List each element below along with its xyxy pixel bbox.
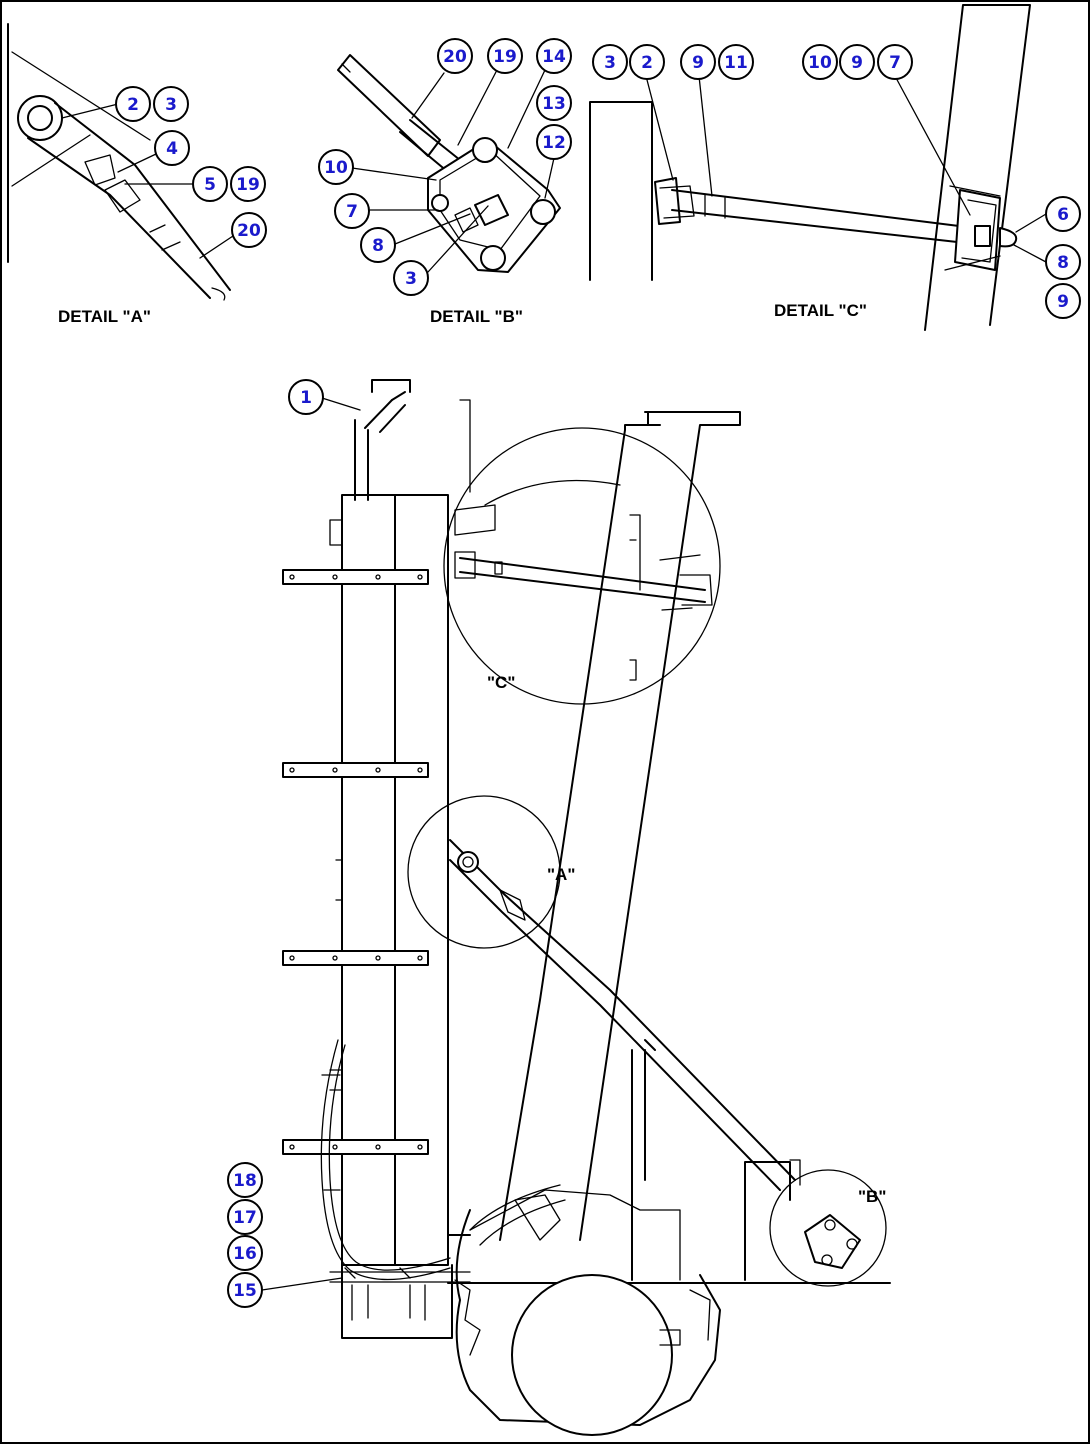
svg-text:16: 16 (233, 1244, 257, 1264)
callout-c-10[interactable]: 10 (802, 44, 838, 80)
callout-b-3[interactable]: 3 (393, 260, 429, 296)
callout-main-17[interactable]: 17 (227, 1199, 263, 1235)
callout-a-5[interactable]: 5 (192, 166, 228, 202)
svg-text:2: 2 (127, 95, 139, 115)
callout-a-4[interactable]: 4 (154, 130, 190, 166)
svg-text:6: 6 (1057, 205, 1069, 225)
detail-b-label: DETAIL "B" (430, 307, 523, 326)
detail-c-label: DETAIL "C" (774, 301, 867, 320)
svg-text:19: 19 (236, 175, 260, 195)
svg-text:8: 8 (372, 236, 384, 256)
circle-label-a: "A" (547, 865, 575, 884)
detail-c-drawing (589, 4, 1031, 331)
main-assembly (282, 379, 891, 1436)
callout-a-2[interactable]: 2 (115, 86, 151, 122)
detail-a-label: DETAIL "A" (58, 307, 151, 326)
svg-text:9: 9 (692, 53, 704, 73)
callout-c-9c[interactable]: 9 (1045, 283, 1081, 319)
callout-c-6[interactable]: 6 (1045, 196, 1081, 232)
detail-a-drawing (7, 23, 231, 301)
tank-strap-4 (282, 1139, 429, 1155)
svg-text:8: 8 (1057, 253, 1069, 273)
svg-text:3: 3 (604, 53, 616, 73)
svg-text:2: 2 (641, 53, 653, 73)
svg-text:9: 9 (1057, 292, 1069, 312)
callout-c-2[interactable]: 2 (629, 44, 665, 80)
callout-c-9a[interactable]: 9 (680, 44, 716, 80)
detail-a-leaders (61, 103, 234, 259)
detail-b-leaders (351, 69, 555, 273)
svg-text:15: 15 (233, 1281, 257, 1301)
detail-b-drawing (337, 54, 561, 273)
callout-main-16[interactable]: 16 (227, 1235, 263, 1271)
svg-text:18: 18 (233, 1171, 257, 1191)
callout-main-1[interactable]: 1 (288, 379, 324, 415)
callout-b-8[interactable]: 8 (360, 227, 396, 263)
callout-c-7[interactable]: 7 (877, 44, 913, 80)
svg-text:20: 20 (443, 47, 467, 67)
svg-text:1: 1 (300, 388, 312, 408)
detail-circle-b[interactable] (769, 1169, 887, 1287)
callout-a-19[interactable]: 19 (230, 166, 266, 202)
callout-a-20[interactable]: 20 (231, 212, 267, 248)
svg-text:17: 17 (233, 1208, 257, 1228)
callout-b-20[interactable]: 20 (437, 38, 473, 74)
callout-b-12[interactable]: 12 (536, 124, 572, 160)
tank-strap-3 (282, 950, 429, 966)
svg-text:4: 4 (166, 139, 178, 159)
svg-text:7: 7 (346, 202, 358, 222)
svg-text:19: 19 (493, 47, 517, 67)
svg-text:5: 5 (204, 175, 216, 195)
svg-text:3: 3 (165, 95, 177, 115)
callout-c-11[interactable]: 11 (718, 44, 754, 80)
callout-main-18[interactable]: 18 (227, 1162, 263, 1198)
svg-text:13: 13 (542, 94, 566, 114)
tank-strap-2 (282, 762, 429, 778)
callout-c-8[interactable]: 8 (1045, 244, 1081, 280)
callout-b-19[interactable]: 19 (487, 38, 523, 74)
svg-text:7: 7 (889, 53, 901, 73)
callout-c-9b[interactable]: 9 (839, 44, 875, 80)
detail-circle-a[interactable] (407, 795, 561, 949)
svg-text:12: 12 (542, 133, 566, 153)
callout-b-14[interactable]: 14 (536, 38, 572, 74)
circle-label-b: "B" (858, 1187, 886, 1206)
svg-text:10: 10 (808, 53, 832, 73)
callout-b-7[interactable]: 7 (334, 193, 370, 229)
callout-a-3[interactable]: 3 (153, 86, 189, 122)
svg-text:3: 3 (405, 269, 417, 289)
tank-strap-1 (282, 569, 429, 585)
detail-c-leaders (645, 75, 1047, 263)
svg-text:14: 14 (542, 47, 566, 67)
callout-b-13[interactable]: 13 (536, 85, 572, 121)
circle-label-c: "C" (487, 673, 515, 692)
svg-text:20: 20 (237, 221, 261, 241)
svg-text:9: 9 (851, 53, 863, 73)
callout-c-3[interactable]: 3 (592, 44, 628, 80)
detail-circle-c[interactable] (443, 427, 721, 705)
callout-main-15[interactable]: 15 (227, 1272, 263, 1308)
svg-text:10: 10 (324, 158, 348, 178)
svg-text:11: 11 (724, 53, 748, 73)
main-leaders (261, 397, 361, 1291)
callout-b-10[interactable]: 10 (318, 149, 354, 185)
